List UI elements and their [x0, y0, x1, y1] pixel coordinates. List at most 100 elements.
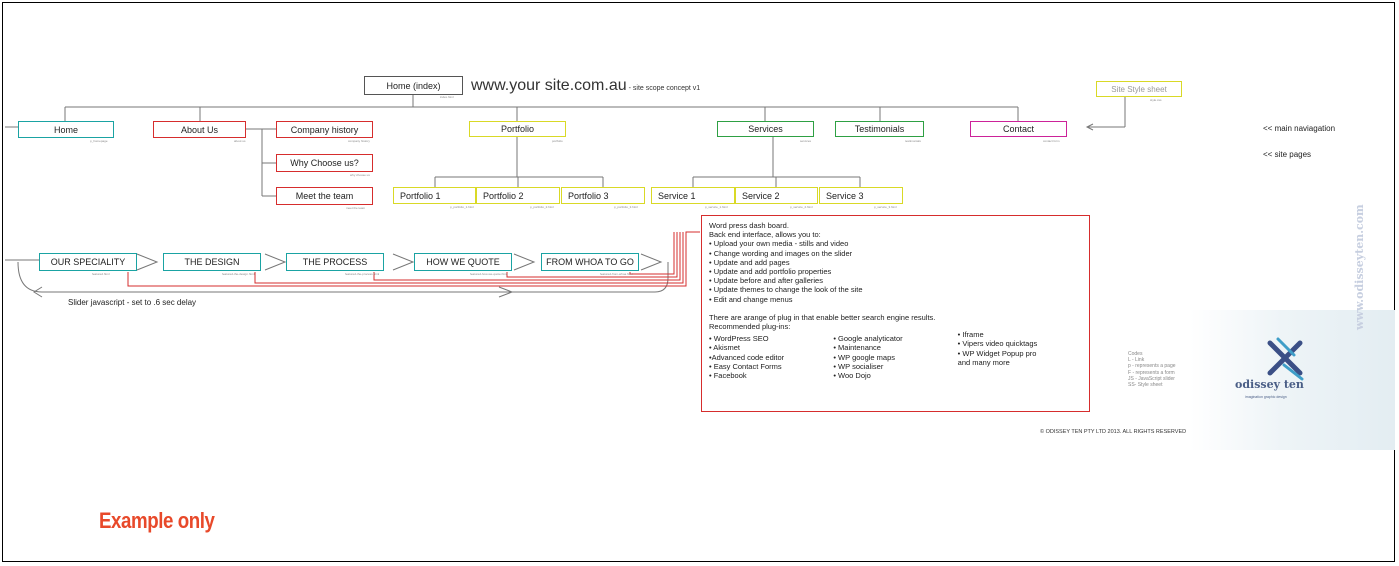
- slider-step-code: featured-from-whoa.html: [600, 272, 633, 276]
- slider-step-how-we-quote[interactable]: HOW WE QUOTE: [414, 253, 512, 271]
- plugins-col-3: • Iframe • Vipers video quicktags • WP W…: [958, 330, 1082, 380]
- nav-contact-label: Contact: [1002, 124, 1035, 134]
- nav-portfolio-label: Portfolio: [500, 124, 535, 134]
- plugins-intro: There are arange of plug in that enable …: [709, 312, 936, 322]
- nav-services-code: services: [800, 139, 812, 143]
- meet-the-team-code: meet the team: [346, 206, 366, 210]
- nav-contact-code: contact form: [1043, 139, 1060, 143]
- nav-portfolio-code: portfolio: [552, 139, 563, 143]
- slider-step-label: OUR SPECIALITY: [50, 257, 126, 267]
- plugins-col-1: • WordPress SEO • Akismet •Advanced code…: [709, 334, 833, 380]
- service-1-label: Service 1: [658, 190, 696, 201]
- nav-about-us[interactable]: About Us: [153, 121, 246, 138]
- list-item: • WP Widget Popup pro: [957, 348, 1037, 358]
- service-1-code: p_service_1.html: [705, 205, 728, 209]
- home-index-label: Home (index): [386, 80, 441, 91]
- slider-step-code: featured-the-design.html: [222, 272, 255, 276]
- meet-the-team-label: Meet the team: [295, 191, 354, 201]
- codes-item: F - represents a form: [1128, 369, 1175, 376]
- page-portfolio-2[interactable]: Portfolio 2: [476, 187, 560, 204]
- page-title: www.your site.com.au- site scope concept…: [471, 77, 700, 95]
- slider-step-the-design[interactable]: THE DESIGN: [163, 253, 261, 271]
- list-item: • Woo Dojo: [833, 371, 871, 381]
- list-item: • Vipers video quicktags: [957, 339, 1038, 349]
- list-item: • WP google maps: [833, 352, 896, 362]
- page-why-choose-us[interactable]: Why Choose us?: [276, 154, 373, 172]
- list-item: • Akismet: [709, 343, 740, 353]
- list-item: • WP socialiser: [833, 361, 884, 371]
- nav-home-label: Home: [53, 124, 78, 135]
- page-company-history[interactable]: Company history: [276, 121, 373, 138]
- slider-note: Slider javascript - set to .6 sec delay: [68, 298, 197, 307]
- service-2-code: p_service_2.html: [790, 205, 813, 209]
- list-item: • Update before and after galleries: [709, 276, 823, 286]
- main-navigation-note: << main naviagation: [1263, 124, 1336, 133]
- slider-step-label: THE PROCESS: [302, 257, 368, 267]
- page-portfolio-3[interactable]: Portfolio 3: [561, 187, 645, 204]
- codes-title: Codes: [1128, 351, 1143, 357]
- company-history-label: Company history: [290, 124, 359, 135]
- home-index-box[interactable]: Home (index): [364, 76, 463, 95]
- codes-item: JS - JavaScript slider: [1128, 375, 1175, 382]
- style-sheet-box[interactable]: Site Style sheet: [1096, 81, 1182, 97]
- page-service-1[interactable]: Service 1: [651, 187, 735, 204]
- nav-testimonials[interactable]: Testimonials: [835, 121, 924, 137]
- portfolio-2-code: p_portfolio_2.html: [530, 205, 554, 209]
- list-item: • WordPress SEO: [709, 334, 769, 344]
- portfolio-3-code: p_portfolio_3.html: [614, 205, 638, 209]
- plugins-col-2: • Google analyticator • Maintenance • WP…: [833, 334, 957, 380]
- nav-testimonials-code: testimonials: [905, 139, 921, 143]
- list-item: •Advanced code editor: [709, 352, 785, 362]
- nav-services-label: Services: [748, 124, 783, 134]
- wordpress-dashboard-box: Word press dash board. Back end interfac…: [701, 215, 1090, 412]
- list-item: • Change wording and images on the slide…: [709, 248, 853, 258]
- codes-legend: Codes L - Link p - represents a page F -…: [1128, 351, 1176, 388]
- slider-step-the-process[interactable]: THE PROCESS: [286, 253, 384, 271]
- list-item: • Update themes to change the look of th…: [709, 285, 863, 295]
- portfolio-1-code: p_portfolio_1.html: [450, 205, 474, 209]
- list-item: • Update and add portfolio properties: [709, 267, 832, 277]
- dashboard-intro: Back end interface, allows you to:: [709, 230, 821, 240]
- plugins-columns: • WordPress SEO • Akismet •Advanced code…: [709, 330, 1082, 380]
- nav-about-us-label: About Us: [180, 124, 219, 135]
- nav-home[interactable]: Home: [18, 121, 114, 138]
- page-portfolio-1[interactable]: Portfolio 1: [393, 187, 476, 204]
- logo-background: [1190, 310, 1395, 450]
- vertical-url: www.odisseyten.com: [1353, 204, 1366, 330]
- service-3-label: Service 3: [826, 190, 864, 201]
- nav-contact[interactable]: Contact: [970, 121, 1067, 137]
- page-service-2[interactable]: Service 2: [735, 187, 818, 204]
- plugins-heading: Recommended plug-ins:: [709, 322, 791, 332]
- site-subtitle: - site scope concept v1: [628, 85, 701, 92]
- home-index-code: index.html: [440, 95, 454, 99]
- portfolio-1-label: Portfolio 1: [400, 190, 441, 201]
- list-item: • Edit and change menus: [709, 294, 793, 304]
- slider-step-label: HOW WE QUOTE: [426, 257, 500, 267]
- company-history-code: company history: [348, 139, 370, 143]
- slider-step-code: featured.html: [92, 272, 110, 276]
- style-sheet-code: style.css: [1150, 98, 1162, 102]
- nav-services[interactable]: Services: [717, 121, 814, 137]
- list-item: • Upload your own media - stills and vid…: [709, 239, 849, 249]
- list-item: • Maintenance: [833, 343, 881, 353]
- list-item: • Facebook: [709, 371, 747, 381]
- list-item: • Update and add pages: [709, 257, 790, 267]
- style-sheet-label: Site Style sheet: [1111, 84, 1167, 94]
- codes-item: SS- Style sheet: [1128, 382, 1163, 389]
- slider-step-code: featured-how-we-quote.html: [470, 272, 508, 276]
- service-3-code: p_service_3.html: [874, 205, 897, 209]
- codes-item: p - represents a page: [1128, 363, 1176, 370]
- logo-wordmark: odissey ten: [1235, 378, 1304, 391]
- slider-step-label: THE DESIGN: [184, 257, 240, 267]
- odissey-ten-logo-mark: [1267, 337, 1304, 381]
- page-service-3[interactable]: Service 3: [819, 187, 903, 204]
- nav-portfolio[interactable]: Portfolio: [469, 121, 566, 137]
- slider-step-our-speciality[interactable]: OUR SPECIALITY: [39, 253, 137, 271]
- portfolio-2-label: Portfolio 2: [483, 190, 524, 201]
- slider-step-from-whoa-to-go[interactable]: FROM WHOA TO GO: [541, 253, 639, 271]
- nav-home-code: p_homepage: [90, 139, 108, 143]
- dashboard-heading: Word press dash board.: [709, 221, 789, 230]
- site-pages-note: << site pages: [1263, 150, 1312, 159]
- page-meet-the-team[interactable]: Meet the team: [276, 187, 373, 205]
